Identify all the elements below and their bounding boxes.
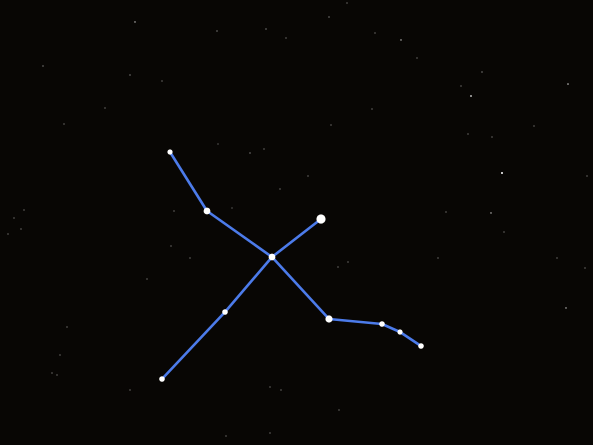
background-star [265, 28, 267, 30]
background-star [231, 207, 233, 209]
constellation-line [160, 310, 227, 381]
constellation-line [380, 322, 402, 334]
background-star [371, 108, 373, 110]
background-star-field [7, 2, 588, 437]
constellation-star [159, 376, 165, 382]
background-star [445, 211, 447, 213]
background-star [63, 123, 65, 125]
background-star [330, 124, 332, 126]
background-star [249, 152, 251, 154]
constellation-star [418, 343, 424, 349]
background-star [51, 372, 53, 374]
background-star [279, 188, 281, 190]
constellation-line [270, 217, 323, 259]
background-star [501, 172, 503, 174]
background-star [56, 374, 58, 376]
constellation-lines [160, 150, 423, 381]
background-star [338, 409, 340, 411]
background-star [416, 57, 418, 59]
background-star [269, 386, 271, 388]
background-star [146, 278, 148, 280]
background-star [129, 74, 131, 76]
constellation-star [222, 309, 228, 315]
background-star [470, 95, 472, 97]
background-star [170, 245, 172, 247]
background-star [491, 136, 493, 138]
constellation-line [168, 150, 209, 213]
constellation-star [167, 149, 173, 155]
constellation-star [316, 214, 326, 224]
background-star [346, 2, 348, 4]
background-star [556, 257, 558, 259]
background-star [216, 30, 218, 32]
constellation-star [325, 315, 333, 323]
background-star [269, 432, 271, 434]
background-star [134, 21, 136, 23]
constellation-line [205, 209, 274, 259]
background-star [42, 65, 44, 67]
background-star [225, 435, 227, 437]
constellation-stars [159, 149, 424, 382]
constellation-line [398, 330, 423, 348]
background-star [374, 32, 376, 34]
background-star [565, 307, 567, 309]
background-star [467, 133, 469, 135]
background-star [460, 85, 462, 87]
background-star [307, 175, 309, 177]
constellation-line [327, 317, 384, 326]
background-star [584, 267, 586, 269]
background-star [173, 210, 175, 212]
background-star [280, 389, 282, 391]
background-star [129, 389, 131, 391]
constellation-star [203, 207, 211, 215]
background-star [104, 107, 106, 109]
constellation-star [268, 253, 276, 261]
background-star [437, 257, 439, 259]
background-star [503, 231, 505, 233]
constellation-line [270, 255, 331, 321]
background-star [347, 261, 349, 263]
background-star [23, 209, 25, 211]
background-star [567, 83, 569, 85]
background-star [59, 354, 61, 356]
background-star [161, 80, 163, 82]
background-star [217, 143, 219, 145]
background-star [586, 175, 588, 177]
constellation-line [223, 255, 274, 314]
background-star [490, 212, 492, 214]
background-star [13, 217, 15, 219]
background-star [263, 148, 265, 150]
background-star [533, 125, 535, 127]
background-star [66, 326, 68, 328]
background-star [7, 233, 9, 235]
background-star [328, 16, 330, 18]
background-star [20, 228, 22, 230]
background-star [400, 39, 402, 41]
background-star [189, 257, 191, 259]
background-star [285, 37, 287, 39]
background-star [481, 71, 483, 73]
background-star [337, 266, 339, 268]
constellation-star [379, 321, 385, 327]
constellation-star [397, 329, 403, 335]
